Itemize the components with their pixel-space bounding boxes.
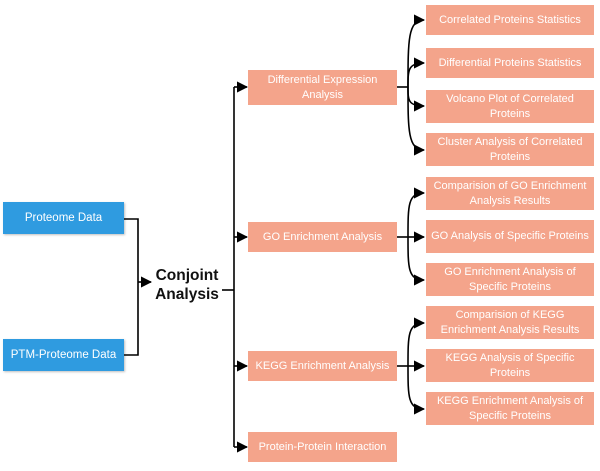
conjoint-analysis-label: Conjoint Analysis bbox=[152, 266, 222, 304]
branch-arrow bbox=[407, 86, 426, 156]
go-enrichment-specific-box: GO Enrichment Analysis of Specific Prote… bbox=[426, 263, 594, 296]
center-label-line1: Conjoint bbox=[155, 267, 219, 284]
kegg-analysis-specific-box: KEGG Analysis of Specific Proteins bbox=[426, 349, 594, 382]
center-label-line2: Analysis bbox=[155, 286, 219, 303]
kegg-enrichment-analysis-box: KEGG Enrichment Analysis bbox=[248, 351, 397, 381]
go-analysis-specific-box: GO Analysis of Specific Proteins bbox=[426, 220, 594, 253]
differential-expression-analysis-box: Differential Expression Analysis bbox=[248, 70, 397, 105]
cluster-analysis-box: Cluster Analysis of Correlated Proteins bbox=[426, 133, 594, 166]
ptm-proteome-data-box: PTM-Proteome Data bbox=[3, 339, 124, 371]
kegg-enrichment-specific-box: KEGG Enrichment Analysis of Specific Pro… bbox=[426, 392, 594, 425]
differential-proteins-statistics-box: Differential Proteins Statistics bbox=[426, 48, 594, 78]
volcano-plot-box: Volcano Plot of Correlated Proteins bbox=[426, 90, 594, 123]
branch-arrow bbox=[407, 14, 426, 88]
branch-arrow bbox=[407, 365, 426, 415]
input-connector bbox=[124, 282, 139, 356]
branch-arrow bbox=[407, 317, 426, 367]
branch-arrow bbox=[407, 187, 426, 238]
input-connector bbox=[124, 218, 139, 282]
kegg-comparision-box: Comparision of KEGG Enrichment Analysis … bbox=[426, 306, 594, 339]
go-comparision-box: Comparision of GO Enrichment Analysis Re… bbox=[426, 177, 594, 210]
correlated-proteins-statistics-box: Correlated Proteins Statistics bbox=[426, 5, 594, 35]
branch-arrow bbox=[407, 57, 426, 88]
branch-arrow bbox=[407, 236, 426, 286]
branch-arrow bbox=[407, 86, 426, 112]
protein-protein-interaction-box: Protein-Protein Interaction bbox=[248, 432, 397, 462]
proteome-data-box: Proteome Data bbox=[3, 202, 124, 234]
go-enrichment-analysis-box: GO Enrichment Analysis bbox=[248, 222, 397, 252]
